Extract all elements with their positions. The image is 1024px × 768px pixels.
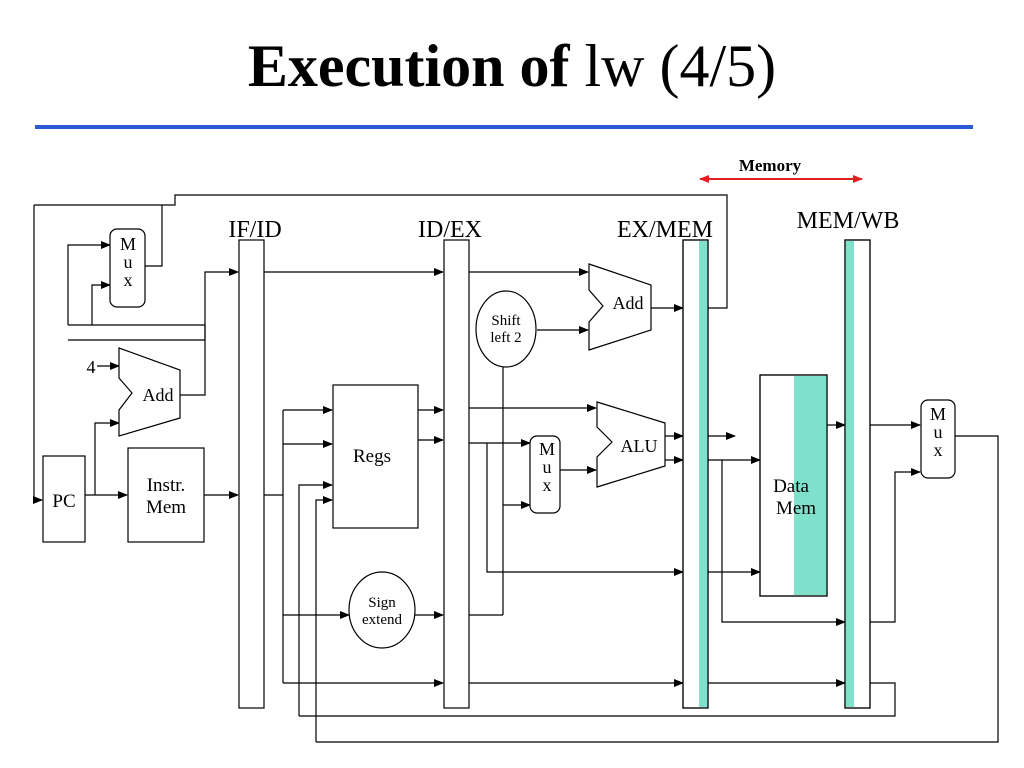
mux-letter-u: u xyxy=(124,252,133,272)
pc-source-mux: M u x xyxy=(109,228,146,308)
instruction-memory: Instr. Mem xyxy=(127,447,205,543)
shift-left-unit: Shift left 2 xyxy=(475,290,537,368)
constant-four: 4 xyxy=(87,357,96,377)
branch-adder: Add xyxy=(588,263,652,351)
sign-extend-line1: Sign xyxy=(368,595,396,611)
title-underline xyxy=(35,125,973,129)
exmem-register xyxy=(682,239,709,709)
pc-label: PC xyxy=(52,491,75,512)
memwb-label: MEM/WB xyxy=(797,208,900,234)
data-mem-line2: Mem xyxy=(776,498,816,519)
wb-mux-letter-u: u xyxy=(934,422,943,442)
datapath-wires xyxy=(33,194,999,743)
instr-mem-line2: Mem xyxy=(146,497,186,518)
title-instruction-text: lw xyxy=(584,33,645,99)
mux-letter-x: x xyxy=(124,270,133,290)
shift-left-line2: left 2 xyxy=(490,330,521,346)
alu: ALU xyxy=(596,401,666,488)
mux-letter-m: M xyxy=(120,234,136,254)
register-file: Regs xyxy=(332,384,419,529)
sign-extend-unit: Sign extend xyxy=(348,571,416,649)
wb-mux-letter-m: M xyxy=(930,404,946,424)
shift-left-line1: Shift xyxy=(491,313,521,329)
regs-label: Regs xyxy=(353,446,391,467)
alu-mux-letter-m: M xyxy=(539,439,555,459)
alu-source-mux: M u x xyxy=(529,435,561,514)
ifid-register xyxy=(238,239,265,709)
branch-adder-label: Add xyxy=(613,293,644,313)
instr-mem-line1: Instr. xyxy=(147,475,186,496)
idex-register xyxy=(443,239,470,709)
data-memory: Data Mem xyxy=(759,374,828,597)
exmem-label: EX/MEM xyxy=(617,217,713,243)
memory-stage-label: Memory xyxy=(739,156,802,175)
alu-mux-letter-u: u xyxy=(543,457,552,477)
data-mem-line1: Data xyxy=(773,476,809,497)
alu-mux-letter-x: x xyxy=(543,475,552,495)
memwb-register xyxy=(844,239,871,709)
slide-title: Execution of lw (4/5) xyxy=(0,28,1024,104)
pc-adder-label: Add xyxy=(143,385,174,405)
pc-adder: Add xyxy=(118,347,181,437)
program-counter: PC xyxy=(42,455,86,543)
wb-mux-letter-x: x xyxy=(934,440,943,460)
sign-extend-line2: extend xyxy=(362,612,402,628)
idex-label: ID/EX xyxy=(418,217,482,243)
title-step-text: (4/5) xyxy=(659,33,777,99)
alu-label: ALU xyxy=(621,436,658,456)
title-bold-text: Execution of xyxy=(247,33,570,99)
ifid-label: IF/ID xyxy=(228,217,281,243)
writeback-mux: M u x xyxy=(920,399,956,479)
